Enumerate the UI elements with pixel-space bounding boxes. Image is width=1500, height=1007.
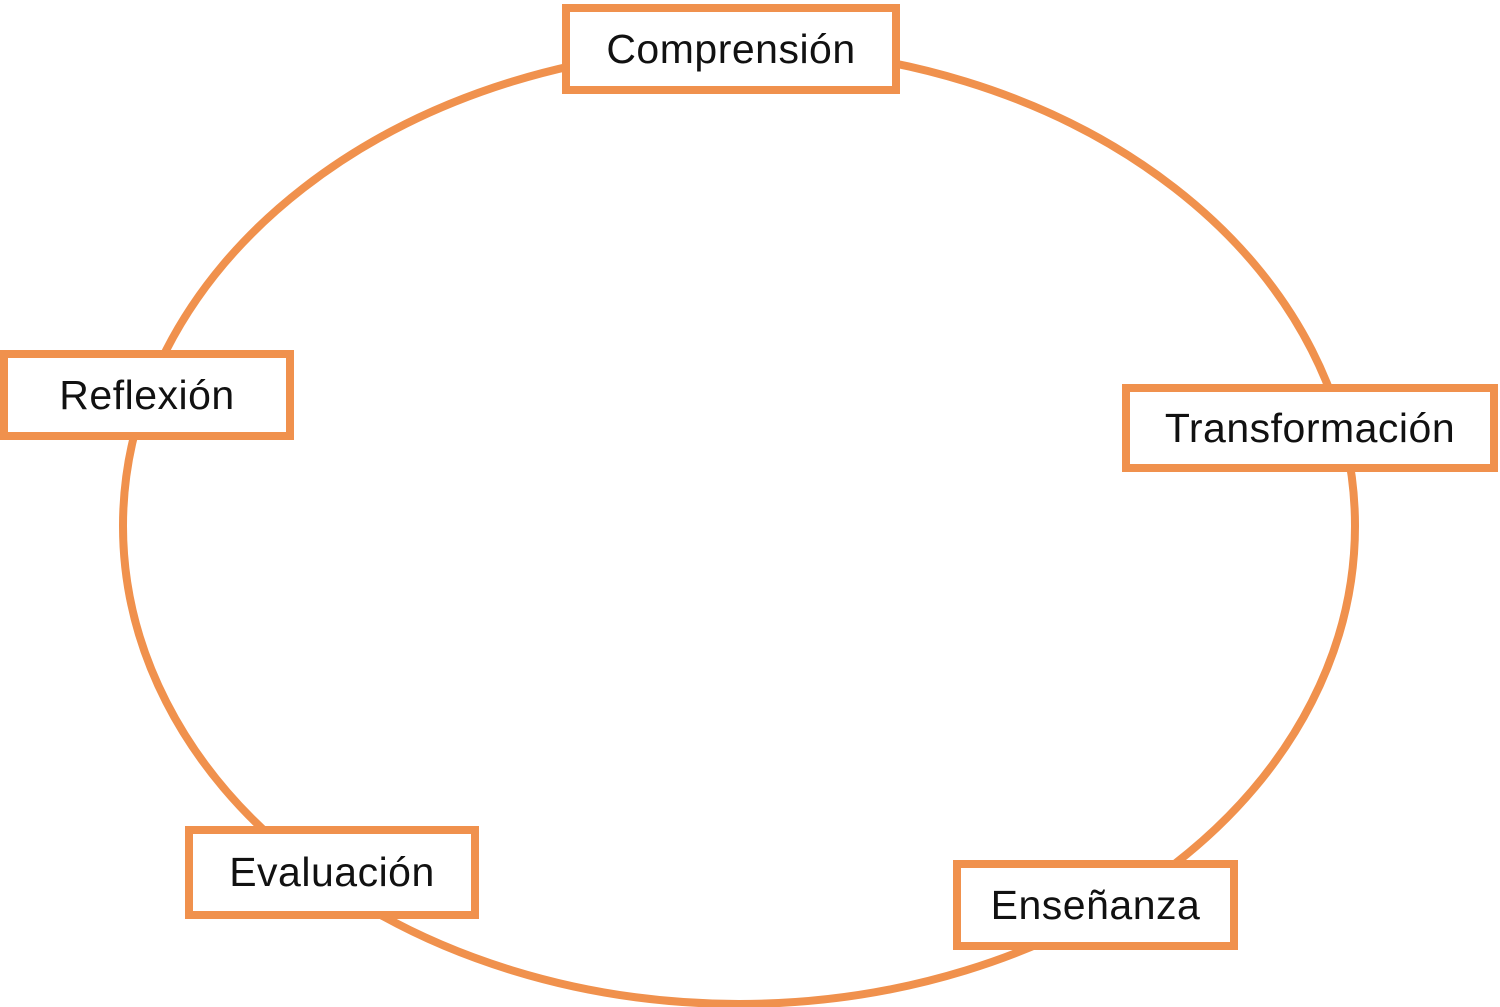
node-reflexion: Reflexión bbox=[0, 350, 294, 440]
node-evaluacion: Evaluación bbox=[185, 826, 479, 919]
node-evaluacion-label: Evaluación bbox=[229, 849, 435, 895]
node-transformacion-label: Transformación bbox=[1164, 404, 1456, 451]
node-ensenanza-label: Enseñanza bbox=[990, 881, 1201, 928]
node-transformacion: Transformación bbox=[1122, 384, 1498, 472]
node-comprension-label: Comprensión bbox=[606, 25, 856, 72]
node-reflexion-label: Reflexión bbox=[59, 371, 235, 418]
node-comprension: Comprensión bbox=[562, 4, 900, 94]
node-ensenanza: Enseñanza bbox=[953, 860, 1238, 950]
